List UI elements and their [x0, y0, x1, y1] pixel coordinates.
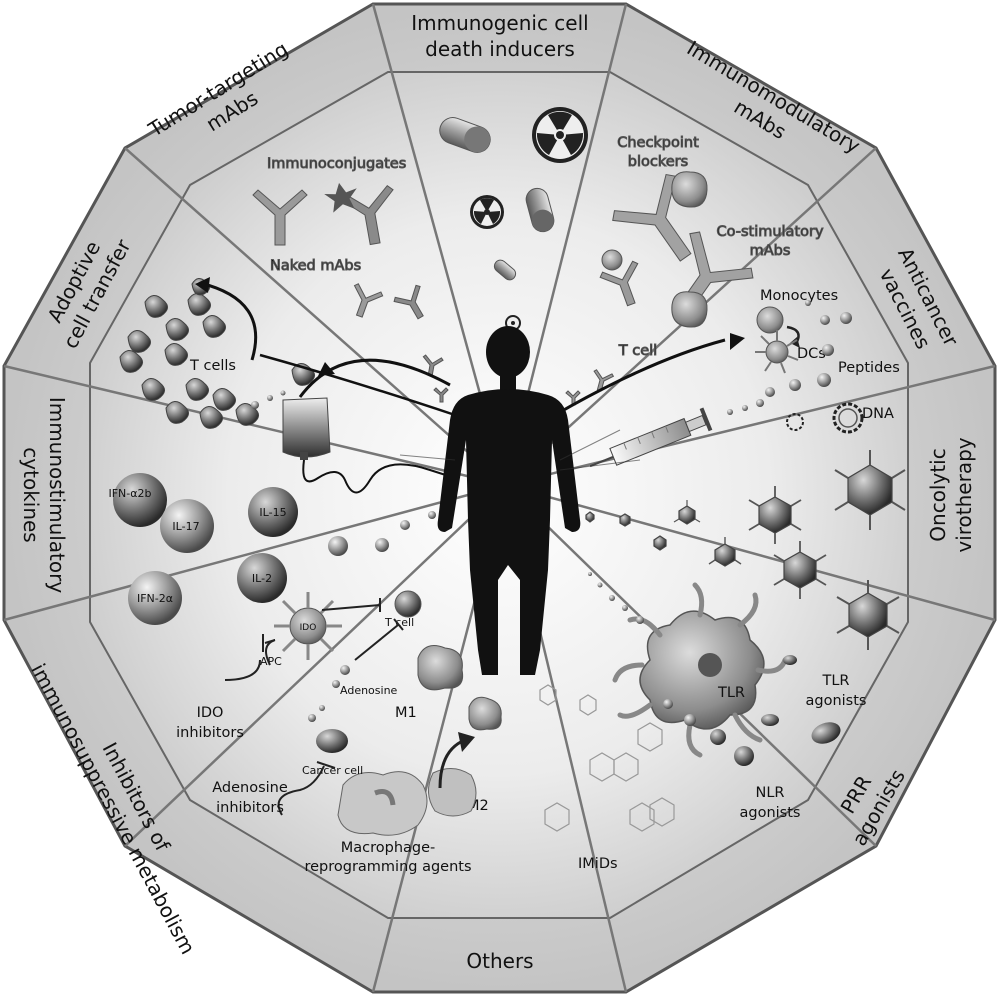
label-costim-1: Co-stimulatory: [716, 224, 824, 240]
monocyte-icon: [757, 307, 783, 333]
macrophage-m1-icon: [418, 646, 463, 690]
title-cytokines-2: cytokines: [19, 447, 43, 542]
cytokine-label-il2: IL-2: [252, 572, 272, 585]
macrophage-m2b-icon: [428, 768, 476, 816]
cytokine-label-il15: IL-15: [259, 506, 286, 519]
label-immunoconjugates: Immunoconjugates: [267, 156, 406, 172]
title-immunogenic-1: Immunogenic cell: [411, 11, 588, 35]
cell-blob-icon: [672, 172, 707, 207]
cell-small-icon: [602, 250, 622, 270]
label-adenosine: Adenosine: [340, 684, 398, 697]
label-adenosine-inhibitors-1: Adenosine: [212, 780, 288, 796]
title-immunogenic-2: death inducers: [425, 37, 575, 61]
title-virotherapy-1: Oncolytic: [926, 448, 950, 541]
cytokine-ball-ifn-a2b: [113, 473, 167, 527]
label-dcs: DCs: [797, 346, 826, 362]
label-macrophage-1: Macrophage-: [341, 840, 436, 856]
label-tlr-agonists-2: agonists: [806, 693, 867, 709]
infusion-bag-icon: [283, 398, 330, 460]
label-naked-mabs: Naked mAbs: [270, 258, 361, 274]
radiation-icon: [532, 107, 588, 163]
label-ido-inhibitors-1: IDO: [197, 705, 224, 721]
label-checkpoint-1: Checkpoint: [617, 135, 699, 151]
label-macrophage-2: reprogramming agents: [304, 859, 471, 875]
cytokine-label-il17: IL-17: [172, 520, 199, 533]
label-t-cells-left: T cells: [189, 358, 236, 374]
label-nlr-agonists-2: agonists: [740, 805, 801, 821]
t-cell-icon: [395, 591, 421, 617]
label-monocytes: Monocytes: [760, 288, 838, 304]
label-checkpoint-2: blockers: [628, 154, 688, 170]
cancer-cell-icon: [316, 729, 348, 753]
label-costim-2: mAbs: [750, 243, 791, 259]
label-t-cell-small: T cell: [384, 616, 414, 629]
macrophage-m1b-icon: [469, 697, 501, 730]
title-cytokines-1: Immunostimulatory: [45, 397, 69, 594]
title-virotherapy-2: virotherapy: [952, 437, 976, 552]
label-t-cell-right: T cell: [618, 343, 657, 359]
label-apc: APC: [260, 655, 282, 668]
label-ido-inhibitors-2: inhibitors: [176, 725, 244, 741]
virus-icon-7: [654, 536, 666, 550]
virus-icon-9: [586, 512, 594, 522]
label-dna: DNA: [862, 406, 894, 422]
title-others: Others: [466, 949, 533, 973]
label-m1: M1: [395, 705, 417, 721]
label-cancer-cell: Cancer cell: [302, 764, 363, 777]
label-adenosine-inhibitors-2: inhibitors: [216, 800, 284, 816]
label-peptides: Peptides: [838, 360, 900, 376]
label-tlr: TLR: [717, 685, 745, 701]
cytokine-label-ifn-2a: IFN-2α: [137, 592, 173, 605]
label-tlr-agonists-1: TLR: [821, 673, 849, 689]
cytokine-label-ifn-a2b: IFN-α2b: [108, 487, 151, 500]
label-imids: IMiDs: [578, 856, 618, 872]
label-ido-cell: IDO: [300, 623, 317, 633]
virus-icon-8: [620, 514, 630, 526]
radiation-icon-small: [470, 195, 504, 229]
cell-blob-icon-2: [672, 292, 707, 327]
label-nlr-agonists-1: NLR: [756, 785, 785, 801]
macrophage-m2-icon: [338, 772, 427, 836]
